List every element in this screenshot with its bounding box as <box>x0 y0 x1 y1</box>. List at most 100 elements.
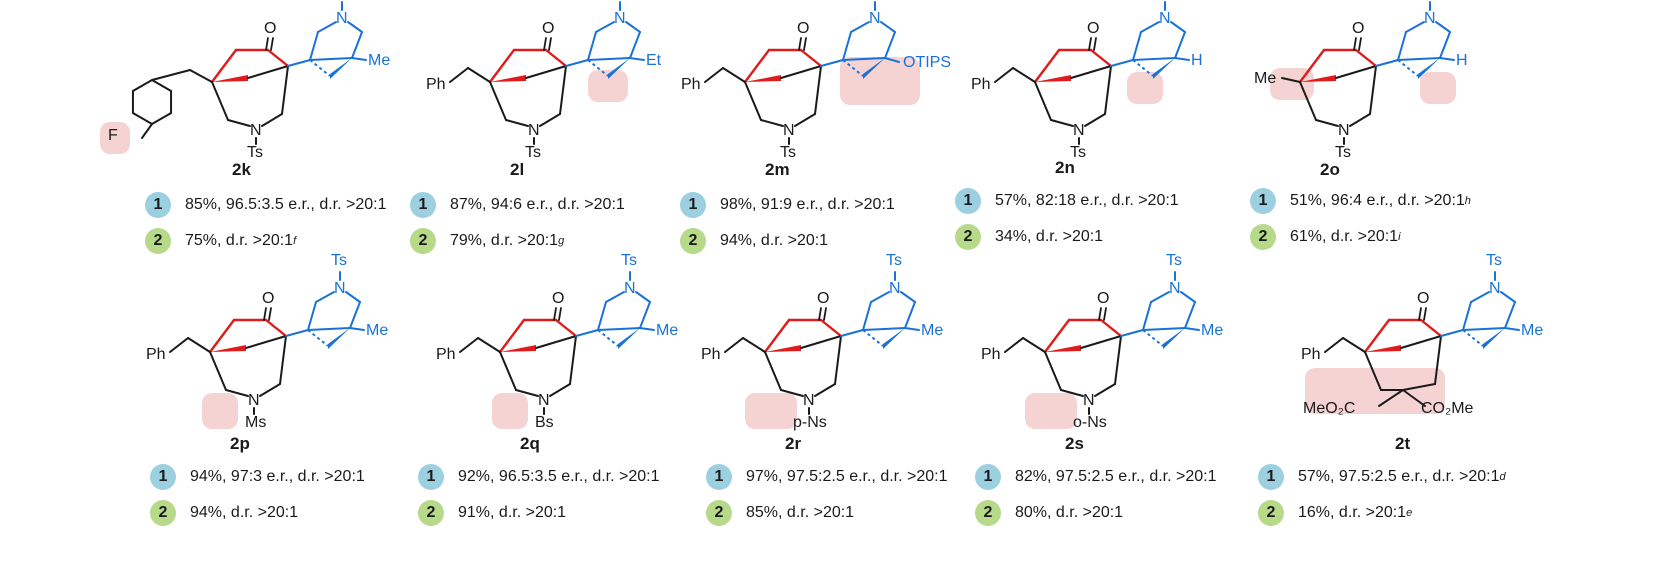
phenyl-label: Ph <box>146 346 166 363</box>
pyrrolidine-bond <box>587 57 631 61</box>
bridge-bond <box>1080 335 1122 349</box>
ring-bond <box>1349 113 1371 127</box>
cyclopropane-wedge <box>608 58 630 79</box>
pyrrolidine-bond <box>1180 291 1196 303</box>
ring-bond <box>281 65 289 115</box>
highlight-fluoro <box>100 122 130 154</box>
bridge-bond <box>780 65 822 79</box>
cyclopropane-bond <box>1397 59 1419 77</box>
ring-n-label: N <box>783 122 795 139</box>
spiro-bond <box>1374 58 1400 68</box>
benzyl-bond <box>1004 337 1024 353</box>
benzyl-bond <box>704 67 724 83</box>
highlight-hydrogen <box>1420 72 1456 104</box>
ring-bond <box>264 318 288 338</box>
pyrrolidine-bond <box>595 21 615 33</box>
pyrrolidine-bond <box>635 291 651 303</box>
condition-number-badge: 1 <box>145 192 171 218</box>
result-text: 51%, 96:4 e.r., d.r. >20:1 <box>1290 192 1465 209</box>
substituent-bond <box>1184 327 1200 331</box>
pyrrolidine-bond <box>1435 21 1451 33</box>
ring-bond <box>261 113 283 127</box>
n-substituent-label: Bs <box>535 414 554 431</box>
compound-2m: TsNOOTIPSNTsPh <box>665 0 965 165</box>
ring-bond <box>208 318 236 354</box>
ts-label: Ts <box>1486 252 1502 269</box>
benzyl-bond <box>994 67 1014 83</box>
pyrrolidine-bond <box>904 301 916 329</box>
spiro-bond <box>819 58 845 68</box>
benzyl-bond <box>459 337 479 353</box>
n-substituent-label: p-Ns <box>793 414 827 431</box>
pyrrolidine-bond <box>315 291 335 303</box>
pyrrolidine-n-label: N <box>614 10 626 27</box>
ring-bond <box>211 81 229 121</box>
bridge-bond <box>1070 65 1112 79</box>
n-substituent-label: Ts <box>1070 144 1086 161</box>
ring-bond <box>1434 335 1442 385</box>
ring-bond <box>1298 48 1326 84</box>
carbonyl-bond <box>803 37 807 51</box>
carbonyl-o-label: O <box>1417 290 1430 307</box>
carbonyl-o-label: O <box>262 290 275 307</box>
carbonyl-o-label: O <box>797 20 810 37</box>
result-text: 85%, d.r. >20:1 <box>746 504 855 521</box>
ring-n-label: N <box>803 392 815 409</box>
fluoro-label: F <box>108 127 118 144</box>
bridge-bond <box>800 335 842 349</box>
condition-number-badge: 2 <box>706 500 732 526</box>
result-text: 57%, 82:18 e.r., d.r. >20:1 <box>995 192 1179 209</box>
compound-id: 2q <box>520 434 540 453</box>
ring-bond <box>1089 48 1113 68</box>
bridge-wedge <box>210 345 246 352</box>
ring-bond <box>1369 65 1377 115</box>
ring-bond <box>259 383 281 397</box>
highlight-hydrogen <box>1127 72 1163 104</box>
result-text: 80%, d.r. >20:1 <box>1015 504 1124 521</box>
ring-bond <box>505 119 529 127</box>
ring-bond <box>515 389 539 397</box>
result-text: 75%, d.r. >20:1 <box>185 232 294 249</box>
ester-bond <box>1378 389 1404 407</box>
pyrrolidine-n-label: N <box>1424 10 1436 27</box>
ring-bond <box>1033 48 1061 84</box>
substituent-bond <box>904 327 920 331</box>
condition-number-badge: 2 <box>680 228 706 254</box>
highlight-n-substituent <box>492 393 528 429</box>
ts-label: Ts <box>886 252 902 269</box>
compound-id: 2n <box>1055 158 1075 177</box>
substituent-bond <box>1504 327 1520 331</box>
ring-bond <box>1364 351 1382 391</box>
pyrrolidine-bond <box>345 291 361 303</box>
pyrrolidine-bond <box>1142 301 1152 331</box>
cyclopropane-wedge <box>328 328 350 349</box>
result-row-1: 1 94%, 97:3 e.r., d.r. >20:1 <box>150 464 365 490</box>
pyrrolidine-bond <box>1439 31 1451 59</box>
ts-label: Ts <box>621 252 637 269</box>
ring-bond <box>743 48 771 84</box>
result-text: 82%, 97.5:2.5 e.r., d.r. >20:1 <box>1015 468 1217 485</box>
structure-drawing <box>169 271 365 415</box>
phenyl-label: Ph <box>436 346 456 363</box>
ring-n-label: N <box>538 392 550 409</box>
pyrrolidine-bond <box>842 57 886 61</box>
condition-number-badge: 1 <box>150 464 176 490</box>
bridge-wedge <box>1365 345 1401 352</box>
result-text: 94%, 97:3 e.r., d.r. >20:1 <box>190 468 365 485</box>
benzyl-bond <box>722 67 746 83</box>
cyclopropane-bond <box>309 59 331 77</box>
result-text: 79%, d.r. >20:1 <box>450 232 559 249</box>
ethyl-label: Et <box>646 52 662 69</box>
cyclopropane-wedge <box>1483 328 1505 349</box>
result-text: 57%, 97.5:2.5 e.r., d.r. >20:1 <box>1298 468 1500 485</box>
spiro-bond <box>1119 328 1145 338</box>
ring-bond <box>266 48 290 68</box>
